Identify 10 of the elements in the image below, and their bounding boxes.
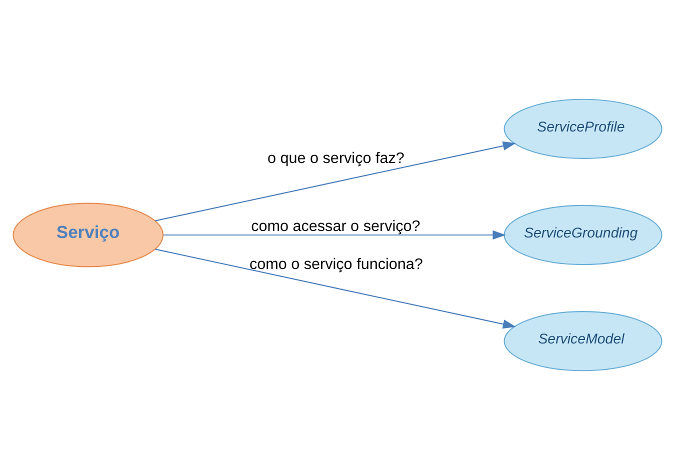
arrow <box>155 141 516 222</box>
edge-label: como acessar o serviço? <box>251 218 420 235</box>
edge-label: o que o serviço faz? <box>268 150 404 168</box>
node-ellipse: ServiceProfile <box>504 98 662 159</box>
edge-label: como o serviço funciona? <box>249 256 423 274</box>
node-ellipse: ServiceGrounding <box>504 204 662 266</box>
node-ellipse: ServiceModel <box>504 311 662 372</box>
arrow <box>164 230 506 240</box>
arrow <box>155 248 516 329</box>
node-ellipse: Serviço <box>12 202 164 268</box>
